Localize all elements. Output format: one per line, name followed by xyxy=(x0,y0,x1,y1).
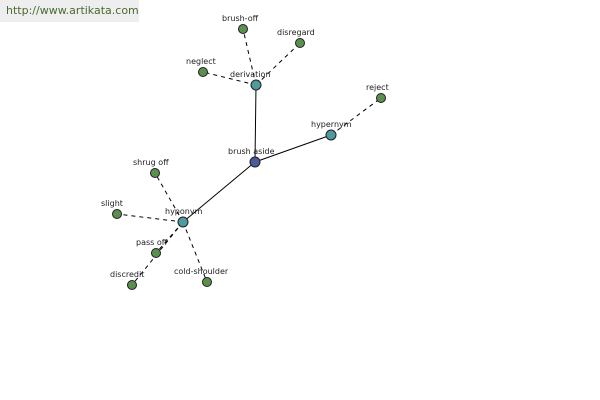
label-discredit[interactable]: discredit xyxy=(110,270,144,279)
edge-derivation-to-brush-off xyxy=(242,28,257,86)
label-hypernym[interactable]: hypernym xyxy=(311,120,352,129)
node-derivation[interactable] xyxy=(250,79,262,91)
site-banner: http://www.artikata.com xyxy=(0,0,139,22)
label-slight[interactable]: slight xyxy=(101,199,123,208)
edge-hyponym-to-cold-shoulder xyxy=(182,221,208,283)
label-neglect[interactable]: neglect xyxy=(186,57,216,66)
edge-derivation-to-neglect xyxy=(202,71,257,86)
node-disregard[interactable] xyxy=(295,38,305,48)
graph-labels: brush aside derivation hypernym hyponym brus… xyxy=(101,14,389,279)
node-brush-aside[interactable] xyxy=(249,156,261,168)
node-cold-shoulder[interactable] xyxy=(202,277,212,287)
edge-hyponym-to-slight xyxy=(116,213,184,223)
edge-hypernym-to-reject xyxy=(330,97,382,136)
edge-brush-aside-to-hyponym xyxy=(182,161,256,223)
edge-brush-aside-to-hypernym xyxy=(254,134,332,163)
node-hyponym[interactable] xyxy=(177,216,189,228)
node-reject[interactable] xyxy=(376,93,386,103)
label-brush-off[interactable]: brush-off xyxy=(222,14,259,23)
edge-hyponym-to-pass-off xyxy=(155,221,184,254)
node-slight[interactable] xyxy=(112,209,122,219)
node-brush-off[interactable] xyxy=(238,24,248,34)
label-reject[interactable]: reject xyxy=(366,83,389,92)
label-shrug-off[interactable]: shrug off xyxy=(133,158,169,167)
node-pass-off[interactable] xyxy=(151,248,161,258)
label-pass-off[interactable]: pass off xyxy=(136,238,168,247)
label-derivation[interactable]: derivation xyxy=(230,70,270,79)
label-cold-shoulder[interactable]: cold-shoulder xyxy=(174,267,229,276)
node-shrug-off[interactable] xyxy=(150,168,160,178)
node-neglect[interactable] xyxy=(198,67,208,77)
label-disregard[interactable]: disregard xyxy=(277,28,315,37)
graph-nodes xyxy=(112,24,386,290)
node-discredit[interactable] xyxy=(127,280,137,290)
label-hyponym[interactable]: hyponym xyxy=(165,207,203,216)
edge-hyponym-to-shrug-off xyxy=(154,172,184,223)
node-hypernym[interactable] xyxy=(325,129,337,141)
edge-brush-aside-to-derivation xyxy=(254,84,257,163)
edge-derivation-to-disregard xyxy=(255,42,301,86)
site-url-link[interactable]: http://www.artikata.com xyxy=(6,4,139,17)
label-brush-aside[interactable]: brush aside xyxy=(228,147,275,156)
